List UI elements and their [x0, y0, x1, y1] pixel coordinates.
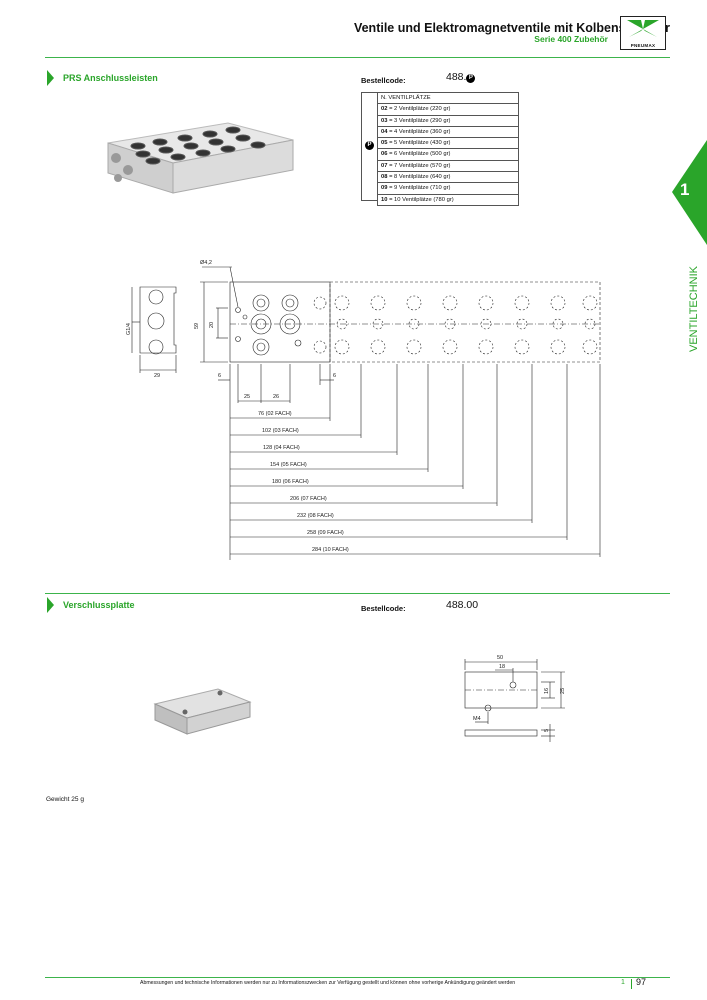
table-key-icon: P: [365, 141, 374, 150]
table-row: 07 = 7 Ventilplätze (570 gr): [377, 159, 519, 173]
pneumax-logo: PNEUMAX: [620, 16, 666, 50]
table-row: 08 = 8 Ventilplätze (640 gr): [377, 171, 519, 184]
section-rule: [45, 593, 670, 594]
logo-mark-icon: [627, 20, 659, 37]
length-label: 206 (07 FACH): [290, 496, 327, 502]
footer-note: Abmessungen und technische Informationen…: [140, 980, 516, 986]
page-number: 97: [636, 977, 647, 987]
closing-plate-image: [153, 688, 252, 735]
header-rule: [45, 57, 670, 58]
manifold-product-image: [107, 122, 294, 194]
length-label: 258 (09 FACH): [307, 530, 344, 536]
table-row: 09 = 9 Ventilplätze (710 gr): [377, 182, 519, 195]
table-row: 02 = 2 Ventilplätze (220 gr): [377, 103, 519, 116]
table-row: 06 = 6 Ventilplätze (500 gr): [377, 148, 519, 161]
section-title-anschlussleisten: PRS Anschlussleisten: [63, 73, 158, 83]
dim-port: G1/4: [126, 323, 132, 335]
length-label: 76 (02 FACH): [258, 411, 292, 417]
length-label: 154 (05 FACH): [270, 462, 307, 468]
closing-plate-drawing: 50 18 16 25 M4 5: [464, 655, 566, 742]
dim-hole: Ø4,2: [200, 260, 212, 266]
table-row: 05 = 5 Ventilplätze (430 gr): [377, 137, 519, 150]
dim-h59: 59: [194, 323, 200, 329]
length-label: 232 (08 FACH): [297, 513, 334, 519]
dim-w18: 18: [499, 664, 505, 670]
length-label: 180 (06 FACH): [272, 479, 309, 485]
footer-rule: [45, 977, 670, 978]
footer-divider: [631, 979, 632, 989]
dim-m4: M4: [473, 716, 481, 722]
length-label: 284 (10 FACH): [312, 547, 349, 553]
section-arrow-icon: [47, 70, 54, 86]
section-arrow-icon: [47, 597, 54, 613]
dim-w29: 29: [154, 373, 160, 379]
table-row: 04 = 4 Ventilplätze (360 gr): [377, 125, 519, 139]
order-code-label: Bestellcode:: [361, 76, 406, 85]
dim-t5: 5: [544, 729, 550, 732]
dim-25: 25: [244, 394, 250, 400]
table-row: 03 = 3 Ventilplätze (290 gr): [377, 114, 519, 127]
dim-6-left: 6: [218, 373, 221, 379]
page-title: Ventile und Elektromagnetventile mit Kol…: [353, 21, 670, 35]
footer-chapter: 1: [621, 979, 625, 986]
table-row: 10 = 10 Ventilplätze (780 gr): [377, 193, 519, 206]
dim-h25: 25: [560, 688, 566, 694]
chapter-label: VENTILTECHNIK: [688, 266, 700, 352]
order-code-label: Bestellcode:: [361, 604, 406, 613]
dim-26: 26: [273, 394, 279, 400]
section-title-verschlussplatte: Verschlussplatte: [63, 600, 135, 610]
order-code-key-icon: P: [466, 74, 476, 83]
order-code-value: 488.00: [446, 599, 479, 611]
weight-text: Gewicht 25 g: [46, 796, 84, 803]
length-label: 102 (03 FACH): [262, 428, 299, 434]
logo-text: PNEUMAX: [630, 43, 656, 48]
chapter-number: 1: [680, 180, 690, 199]
table-header: N. VENTILPLÄTZE: [377, 91, 519, 105]
dim-w50: 50: [497, 655, 503, 661]
length-label: 128 (04 FACH): [263, 445, 300, 451]
ventilplaetze-table: N. VENTILPLÄTZE 02 = 2 Ventilplätze (220…: [377, 91, 519, 206]
page-subtitle: Serie 400 Zubehör: [534, 34, 608, 44]
dim-6-right: 6: [333, 373, 336, 379]
dim-h16: 16: [544, 688, 550, 694]
chapter-tab: [672, 140, 707, 245]
manifold-drawing: Ø4,2 G1/4 59 20 29 6 6 25 26 76 (02 FACH…: [126, 260, 601, 560]
order-code-value: 488.P: [446, 71, 476, 83]
table-key-column: P: [361, 92, 378, 201]
dim-h20: 20: [209, 322, 215, 328]
